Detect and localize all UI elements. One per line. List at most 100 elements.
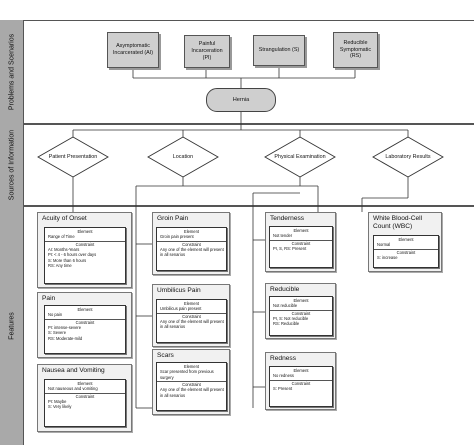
problem-box-asymptomatic: Asymptomatic Incarcerated (AI) (107, 32, 159, 68)
constraint-value: PI, S: Not reducible (273, 315, 309, 321)
element-value: Not reducible (273, 303, 298, 309)
feature-redness: Redness Element No redness Constraint S:… (265, 352, 336, 410)
constraint-header: Constraint (374, 248, 438, 255)
constraint-value: PI: intense-severe (48, 324, 81, 330)
feature-scars: Scars Element Scar presented from previo… (152, 349, 230, 415)
problem-label: Asymptomatic Incarcerated (AI) (112, 43, 154, 56)
constraint-header: Constraint (45, 318, 125, 325)
feature-card: Element No pain Constraint PI: intense-s… (44, 305, 126, 354)
feature-title: Acuity of Onset (42, 215, 87, 222)
constraint-header: Constraint (157, 312, 226, 319)
feature-card: Element No redness Constraint S: Present (269, 366, 333, 407)
element-header: Element (183, 229, 200, 234)
source-label: Location (172, 154, 194, 160)
section-label-features: Features (0, 206, 24, 445)
element-header: Element (293, 228, 309, 233)
element-header: Element (77, 229, 93, 234)
element-header: Element (183, 364, 200, 369)
source-label: Laboratory Results (385, 154, 431, 160)
problem-box-painful: Painful Incarceration (PI) (184, 35, 230, 68)
constraint-value: RS: Reducible (273, 321, 300, 327)
section-label-problems: Problems and Scenarios (0, 20, 24, 124)
element-value: Not tender (273, 233, 293, 239)
band-features (0, 206, 474, 445)
section-label-sources: Sources of Information (0, 124, 24, 206)
element-value: Range of Time (48, 234, 75, 240)
element-header: Element (293, 368, 309, 373)
problem-label: Painful Incarceration (PI) (191, 41, 223, 61)
feature-card: Element Not reducible Constraint PI, S: … (269, 296, 333, 336)
feature-card: Element Not tender Constraint PI, S, RS:… (269, 226, 333, 268)
constraint-header: Constraint (157, 380, 226, 387)
band-sources (0, 124, 474, 206)
constraint-value: AI: Months-Years (48, 246, 80, 252)
feature-card: Element Normal Constraint S: increase (373, 235, 439, 268)
feature-title: Groin Pain (157, 215, 189, 222)
element-header: Element (293, 298, 309, 303)
element-value: Groin pain present (160, 234, 194, 240)
feature-reducible: Reducible Element Not reducible Constrai… (265, 283, 336, 339)
source-label: Patient Presentation (48, 154, 98, 160)
element-header: Element (398, 237, 414, 242)
constraint-value: Any one of the element will present in a… (160, 387, 224, 398)
element-value: No redness (273, 373, 294, 379)
problem-box-strangulation: Strangulation (S) (253, 35, 305, 66)
feature-title: White Blood-Cell Count (WBC) (373, 215, 423, 230)
feature-card: Element Scar presented from previous sur… (156, 362, 227, 411)
constraint-value: S: More than 6 hours (48, 257, 87, 263)
constraint-value: S: Present (273, 385, 293, 391)
feature-card: Element Umbilicus pain present Constrain… (156, 299, 227, 343)
band-problems (0, 20, 474, 124)
element-value: Scar presented from previous surgery (160, 369, 214, 380)
element-value: Normal (377, 242, 391, 248)
constraint-header: Constraint (270, 309, 332, 316)
constraint-header: Constraint (270, 379, 332, 386)
source-diamond (37, 136, 109, 178)
problem-label: Reducible Symptomatic (RS) (339, 39, 372, 60)
feature-card: Element Range of Time Constraint AI: Mon… (44, 227, 126, 284)
feature-nausea-vomiting: Nausea and Vomiting Element Not nauseous… (37, 364, 132, 432)
constraint-value: PI, S, RS: Present (273, 245, 307, 251)
constraint-header: Constraint (157, 240, 226, 247)
constraint-header: Constraint (45, 392, 125, 399)
hernia-label: Hernia (232, 97, 250, 103)
feature-umbilicus-pain: Umbilicus Pain Element Umbilicus pain pr… (152, 284, 230, 347)
element-header: Element (77, 381, 93, 386)
feature-acuity-of-onset: Acuity of Onset Element Range of Time Co… (37, 212, 132, 288)
element-value: Not nauseous and vomiting (48, 386, 98, 392)
constraint-value: S: increase (377, 254, 398, 260)
constraint-header: Constraint (270, 239, 332, 246)
hernia-node: Hernia (206, 88, 276, 112)
source-diamond (372, 136, 444, 178)
feature-title: Scars (157, 352, 174, 359)
problem-label: Strangulation (S) (258, 47, 300, 54)
source-diamond (147, 136, 219, 178)
feature-title: Tenderness (270, 215, 305, 222)
constraint-value: Any one of the element will present in a… (160, 246, 224, 258)
feature-tenderness: Tenderness Element Not tender Constraint… (265, 212, 336, 272)
feature-wbc: White Blood-Cell Count (WBC) Element Nor… (368, 212, 442, 272)
constraint-value: S: Severe (48, 330, 66, 336)
feature-groin-pain: Groin Pain Element Groin pain present Co… (152, 212, 230, 275)
element-value: No pain (48, 312, 63, 318)
constraint-value: S: Very likely (48, 404, 72, 410)
feature-title: Umbilicus Pain (157, 287, 201, 294)
element-header: Element (183, 301, 200, 306)
element-header: Element (77, 307, 93, 312)
source-label: Physical Examination (274, 154, 326, 160)
feature-pain: Pain Element No pain Constraint PI: inte… (37, 292, 132, 358)
constraint-header: Constraint (45, 240, 125, 247)
feature-title: Reducible (270, 286, 300, 293)
constraint-value: RS: Moderate-mild (48, 335, 83, 341)
feature-card: Element Not nauseous and vomiting Constr… (44, 379, 126, 427)
constraint-value: PI: Maybe (48, 398, 67, 404)
problem-box-reducible: Reducible Symptomatic (RS) (333, 32, 378, 68)
source-diamond (264, 136, 336, 178)
feature-card: Element Groin pain present Constraint An… (156, 227, 227, 271)
constraint-value: RS: Any time (48, 262, 72, 268)
element-value: Umbilicus pain present (160, 306, 202, 312)
feature-title: Redness (270, 355, 297, 362)
feature-title: Nausea and Vomiting (42, 367, 105, 374)
